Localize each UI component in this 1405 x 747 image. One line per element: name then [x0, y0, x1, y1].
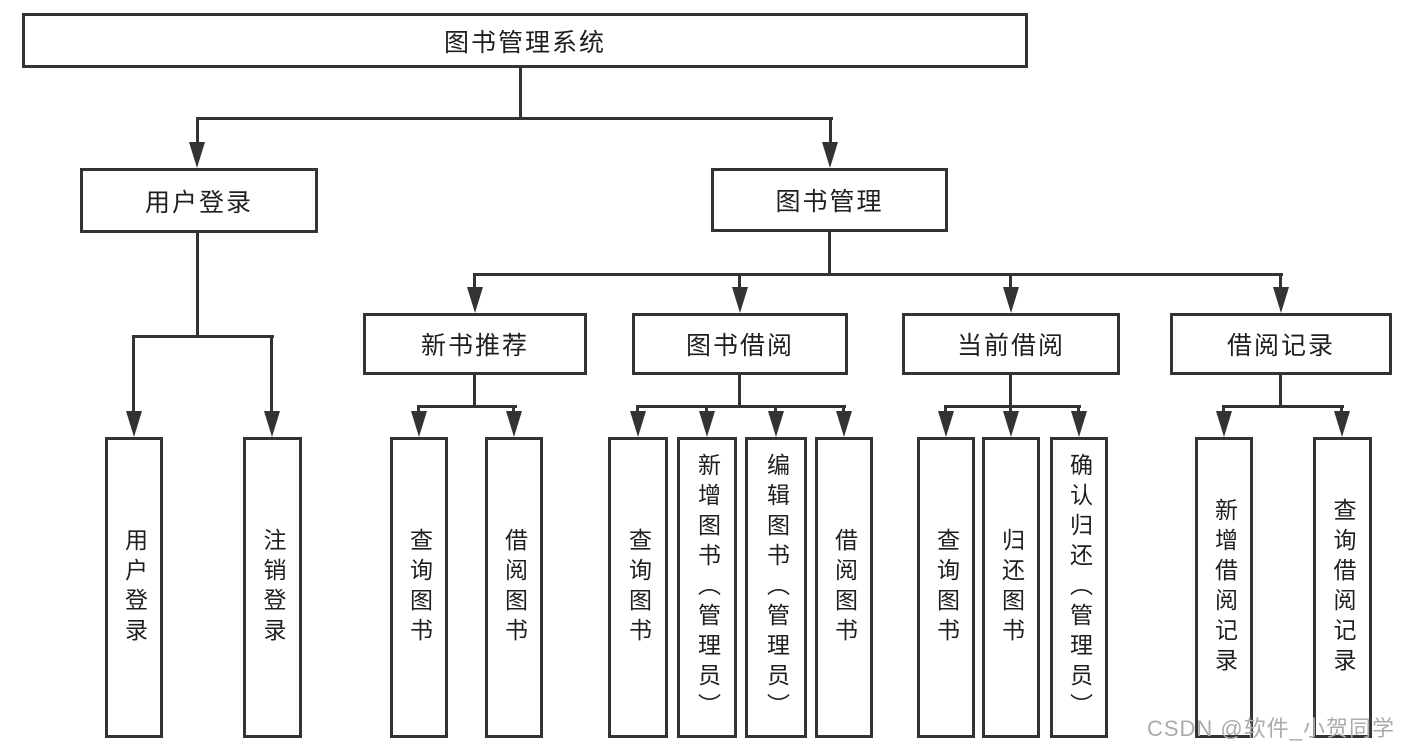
leaf-br-query-record: 查询借阅记录 [1313, 437, 1372, 738]
arrow-down-icon [126, 411, 142, 437]
leaf-nb-borrow-books: 借阅图书 [485, 437, 543, 738]
connector-level2-hline [196, 117, 833, 120]
node-borrow-records-label: 借阅记录 [1226, 332, 1335, 360]
connector-stem [774, 405, 777, 415]
leaf-cb-confirm-return-admin: 确认归还（管理员） [1050, 437, 1108, 738]
connector-root-drop [519, 68, 522, 120]
connector-stem [944, 405, 947, 415]
arrow-down-icon [1334, 411, 1350, 437]
node-book-borrow-label: 图书借阅 [685, 332, 794, 360]
arrow-down-icon [630, 411, 646, 437]
connector-stem [1279, 273, 1282, 293]
connector-book-borrow-hline [636, 405, 846, 408]
connector-stem [132, 335, 135, 415]
arrow-down-icon [699, 411, 715, 437]
connector-stem [738, 273, 741, 293]
connector-stem [705, 405, 708, 415]
leaf-cb-query-books-label: 查询图书 [933, 527, 960, 648]
connector-book-borrow-drop [738, 375, 741, 408]
arrow-down-icon [822, 142, 838, 168]
arrow-down-icon [768, 411, 784, 437]
connector-stem [1077, 405, 1080, 415]
node-current-borrow: 当前借阅 [902, 313, 1120, 375]
leaf-logout-label: 注销登录 [260, 527, 286, 648]
arrow-down-icon [1003, 411, 1019, 437]
node-book-management-label: 图书管理 [775, 188, 884, 216]
leaf-br-query-record-label: 查询借阅记录 [1330, 497, 1356, 678]
arrow-down-icon [732, 287, 748, 313]
leaf-bb-borrow-books-label: 借阅图书 [831, 527, 858, 648]
node-library-system-label: 图书管理系统 [443, 28, 606, 57]
leaf-bb-add-books-admin: 新增图书（管理员） [677, 437, 737, 738]
connector-stem [417, 405, 420, 415]
leaf-cb-return-books: 归还图书 [982, 437, 1040, 738]
leaf-cb-return-books-label: 归还图书 [998, 527, 1025, 648]
leaf-bb-edit-books-admin-label: 编辑图书（管理员） [763, 452, 790, 723]
node-new-book-recommend: 新书推荐 [363, 313, 587, 375]
node-book-management: 图书管理 [711, 168, 948, 232]
arrow-down-icon [1216, 411, 1232, 437]
arrow-down-icon [836, 411, 852, 437]
node-user-login-label: 用户登录 [144, 188, 253, 217]
connector-stem [1009, 273, 1012, 293]
leaf-nb-query-books: 查询图书 [390, 437, 448, 738]
connector-new-book-drop [473, 375, 476, 408]
arrow-down-icon [264, 411, 280, 437]
connector-current-borrow-drop [1009, 375, 1012, 408]
connector-stem [512, 405, 515, 415]
leaf-user-login: 用户登录 [105, 437, 163, 738]
node-borrow-records: 借阅记录 [1170, 313, 1392, 375]
connector-stem [196, 117, 199, 145]
connector-user-login-drop [196, 233, 199, 338]
node-current-borrow-label: 当前借阅 [956, 332, 1065, 360]
node-new-book-recommend-label: 新书推荐 [420, 332, 529, 360]
leaf-br-add-record-label: 新增借阅记录 [1211, 497, 1238, 678]
leaf-user-login-label: 用户登录 [121, 527, 148, 648]
connector-new-book-hline [417, 405, 517, 408]
connector-stem [829, 117, 832, 145]
connector-records-drop [1279, 375, 1282, 408]
arrow-down-icon [1003, 287, 1019, 313]
arrow-down-icon [1273, 287, 1289, 313]
leaf-cb-query-books: 查询图书 [917, 437, 975, 738]
leaf-br-add-record: 新增借阅记录 [1195, 437, 1253, 738]
leaf-bb-query-books-label: 查询图书 [625, 527, 652, 648]
leaf-bb-borrow-books: 借阅图书 [815, 437, 873, 738]
watermark: CSDN @软件_小贺同学 [1146, 716, 1395, 741]
arrow-down-icon [506, 411, 522, 437]
connector-stem [1222, 405, 1225, 415]
leaf-logout: 注销登录 [243, 437, 302, 738]
connector-current-borrow-hline [944, 405, 1081, 408]
leaf-nb-borrow-books-label: 借阅图书 [501, 527, 528, 648]
leaf-cb-confirm-return-admin-label: 确认归还（管理员） [1066, 452, 1093, 723]
connector-user-login-hline [132, 335, 274, 338]
connector-stem [842, 405, 845, 415]
node-book-borrow: 图书借阅 [632, 313, 848, 375]
arrow-down-icon [411, 411, 427, 437]
connector-stem [1340, 405, 1343, 415]
connector-stem [473, 273, 476, 293]
leaf-nb-query-books-label: 查询图书 [406, 527, 433, 648]
arrow-down-icon [467, 287, 483, 313]
leaf-bb-query-books: 查询图书 [608, 437, 668, 738]
connector-book-mgmt-drop [828, 232, 831, 276]
arrow-down-icon [938, 411, 954, 437]
leaf-bb-edit-books-admin: 编辑图书（管理员） [745, 437, 807, 738]
connector-level3-hline [473, 273, 1283, 276]
connector-stem [270, 335, 273, 415]
leaf-bb-add-books-admin-label: 新增图书（管理员） [694, 452, 721, 723]
arrow-down-icon [1071, 411, 1087, 437]
connector-records-hline [1222, 405, 1344, 408]
connector-stem [636, 405, 639, 415]
node-library-system: 图书管理系统 [22, 13, 1028, 68]
node-user-login: 用户登录 [80, 168, 318, 233]
connector-stem [1009, 405, 1012, 415]
arrow-down-icon [189, 142, 205, 168]
